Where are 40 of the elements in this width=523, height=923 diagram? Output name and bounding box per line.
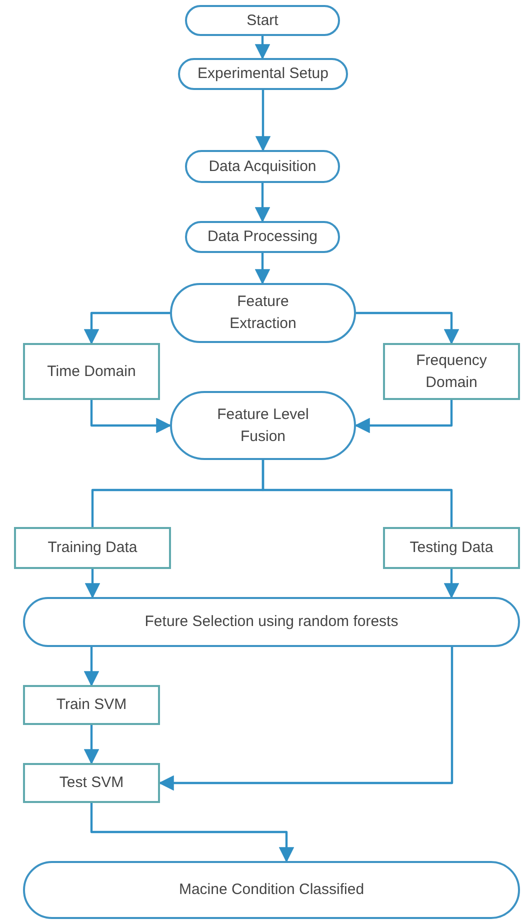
- node-label: Time Domain: [47, 362, 136, 382]
- node-label: Start: [246, 10, 278, 31]
- arrow: [444, 569, 460, 599]
- arrow: [84, 569, 100, 599]
- process-box: [23, 763, 160, 803]
- node-label: Feture Selection using random forests: [144, 612, 398, 632]
- arrow: [90, 803, 294, 863]
- process-box: [23, 685, 160, 725]
- arrow: [158, 647, 454, 791]
- node-label: Testing Data: [410, 538, 494, 558]
- process-box: [383, 527, 520, 569]
- process-box: [383, 343, 520, 400]
- node-label: Experimental Setup: [198, 64, 328, 84]
- node-label: Feature Extraction: [228, 292, 298, 334]
- node-label: Macine Condition Classified: [178, 880, 364, 900]
- node-label: Data Processing: [207, 227, 318, 248]
- arrow: [84, 312, 170, 345]
- node-label: Frequency Domain: [415, 350, 488, 392]
- node-label: Train SVM: [56, 695, 127, 716]
- arrow: [255, 90, 271, 152]
- arrow: [254, 253, 270, 285]
- node-label: Training Data: [48, 538, 138, 558]
- terminal-shape: [23, 597, 520, 647]
- node-label: Data Acquisition: [208, 156, 316, 177]
- arrow: [84, 647, 100, 687]
- process-box: [14, 527, 171, 569]
- node-label: Feature Level Fusion: [216, 404, 310, 446]
- arrow: [254, 36, 270, 60]
- arrow: [84, 725, 100, 765]
- node-label: Test SVM: [59, 773, 124, 794]
- terminal-shape: [185, 5, 340, 36]
- arrow: [356, 312, 460, 345]
- terminal-shape: [185, 150, 340, 183]
- arrow: [90, 400, 172, 434]
- process-box: [23, 343, 160, 400]
- arrow: [354, 400, 453, 434]
- connector-line: [262, 460, 453, 527]
- arrow: [254, 183, 270, 223]
- terminal-shape: [185, 221, 340, 253]
- terminal-shape: [178, 58, 348, 90]
